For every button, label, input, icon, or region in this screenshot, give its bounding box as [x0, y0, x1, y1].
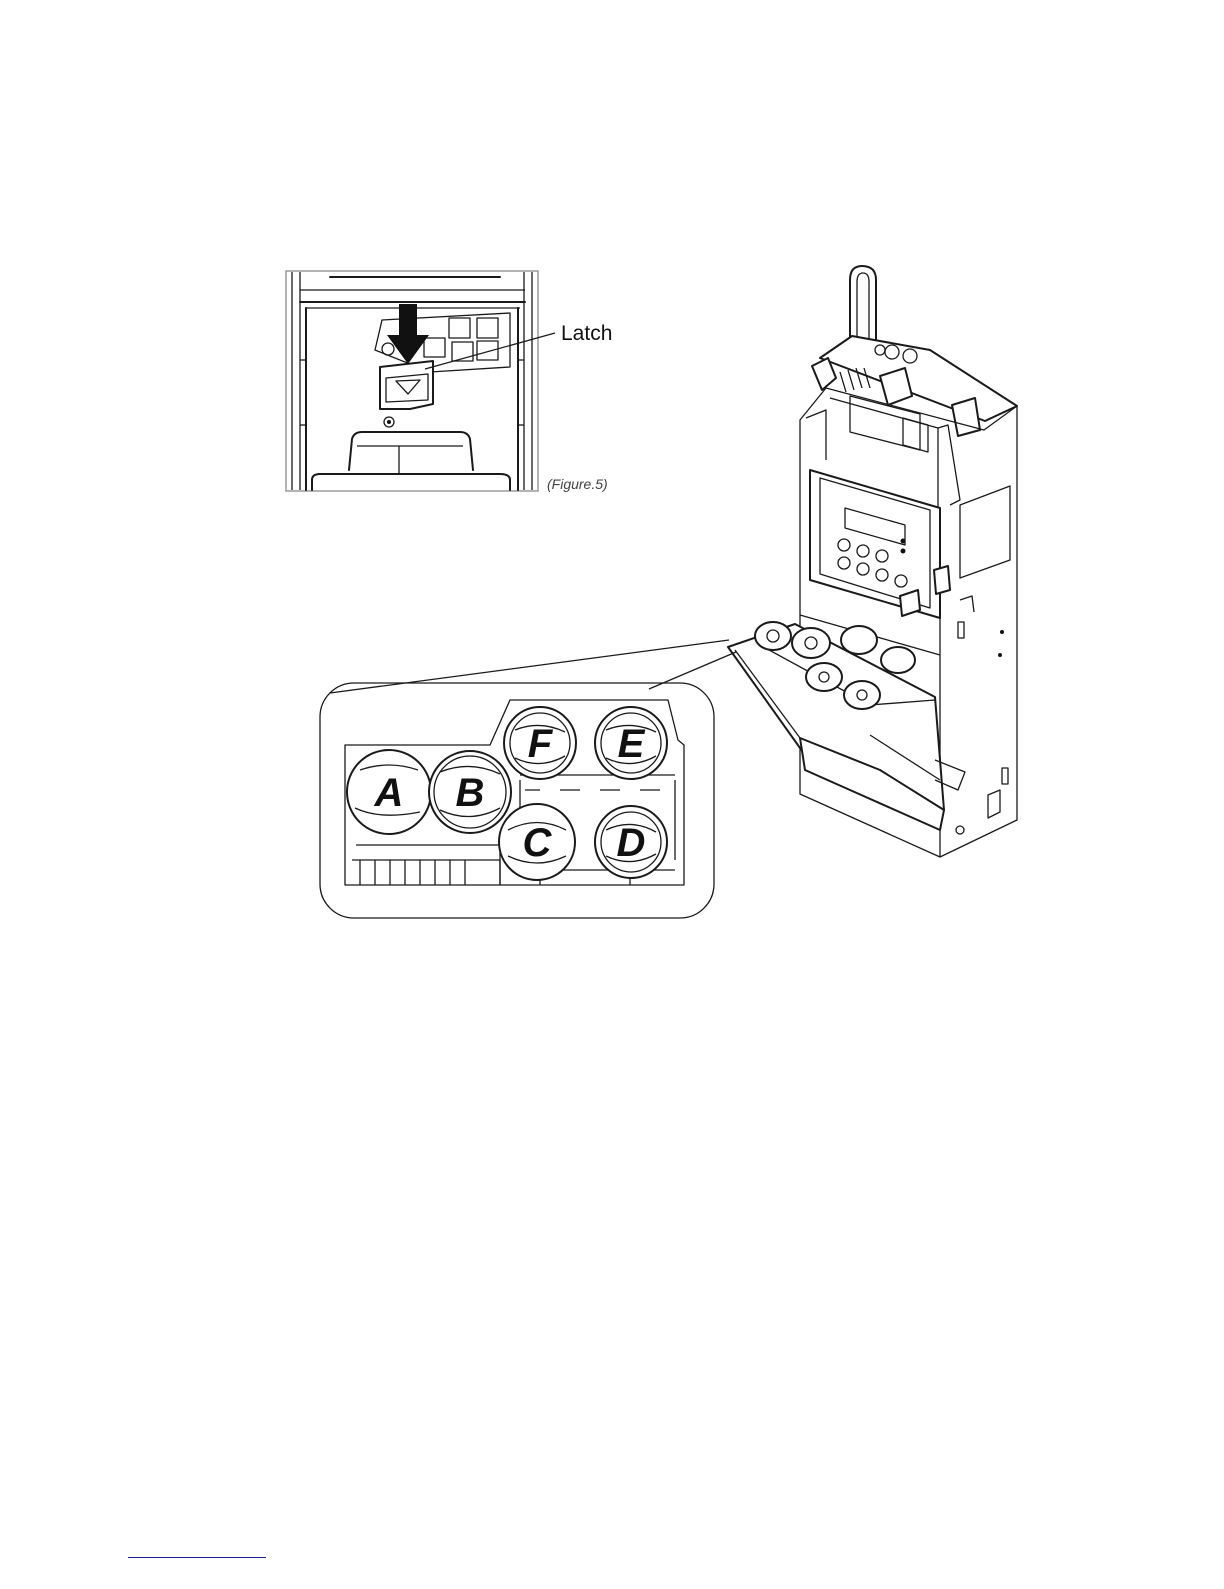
- cassette-tube: [755, 622, 791, 650]
- cassette-tube: [881, 647, 915, 673]
- cassette-tube: [806, 663, 842, 691]
- latch-label: Latch: [561, 322, 612, 345]
- led-indicator: [901, 549, 906, 554]
- side-label-area: [960, 486, 1010, 578]
- tube-layout-inset: A B F E C D: [320, 683, 714, 918]
- coin-changer-unit: [728, 266, 1017, 857]
- cassette-tube: [792, 628, 830, 658]
- wire-loop: [850, 266, 876, 340]
- latch-detail-figure: [286, 271, 555, 491]
- plate-screw: [382, 343, 394, 355]
- tube-square-b: [424, 338, 445, 357]
- tube-square-e: [477, 318, 498, 338]
- footnote-separator: [128, 1557, 266, 1558]
- top-clip-center: [880, 368, 912, 405]
- tube-square-d: [477, 341, 498, 360]
- cassette-tube: [841, 626, 877, 654]
- push-down-arrow-icon: [387, 304, 429, 364]
- top-clip-right: [952, 398, 980, 436]
- tube-square-f: [449, 318, 470, 338]
- cassette-bottom: [312, 474, 510, 490]
- figure-caption: (Figure.5): [547, 476, 608, 492]
- tube-housing-ribs: [352, 860, 500, 885]
- tube-label-a: A: [374, 771, 404, 815]
- display-panel: [810, 470, 940, 618]
- tube-label-d: D: [617, 821, 646, 865]
- tube-label-b: B: [456, 771, 485, 815]
- tube-label-e: E: [618, 722, 646, 766]
- zoom-line-upper: [330, 640, 729, 693]
- cassette-tube: [844, 681, 880, 709]
- tube-label-f: F: [528, 722, 554, 766]
- tube-label-c: C: [523, 821, 553, 865]
- led-indicator: [901, 539, 906, 544]
- cassette-handle: [349, 432, 473, 470]
